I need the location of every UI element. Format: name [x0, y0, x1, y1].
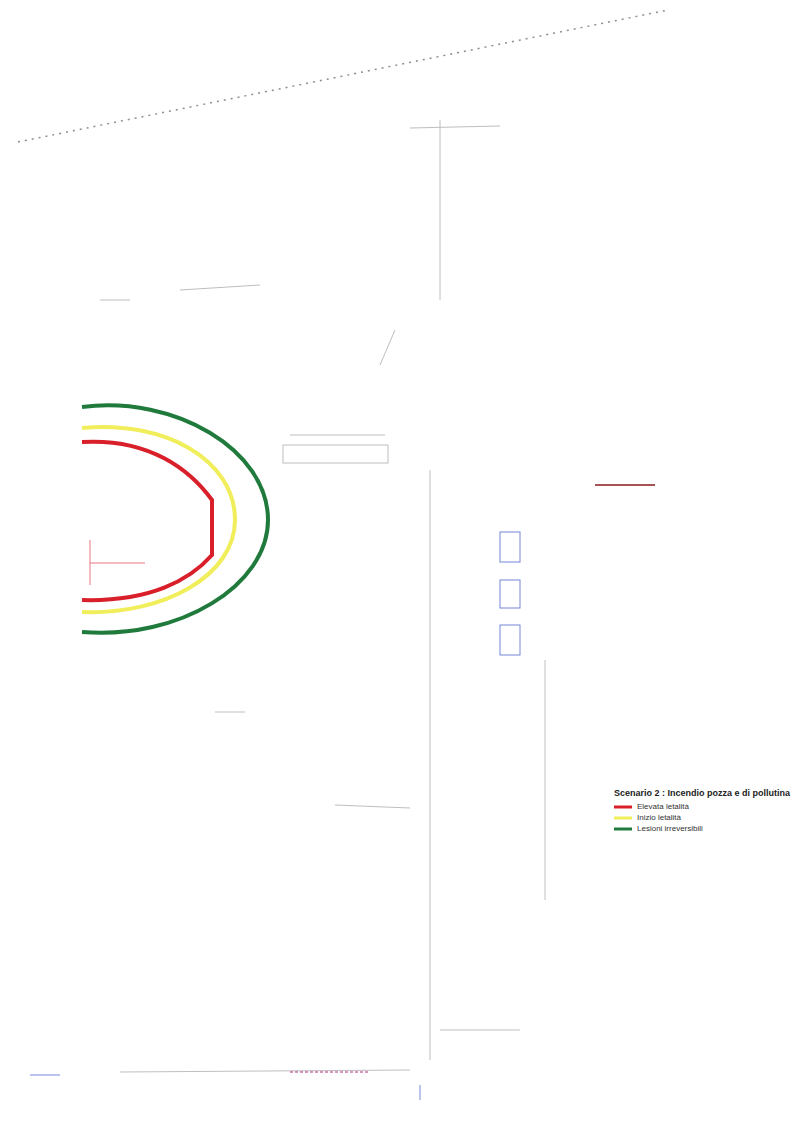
plan-lines	[18, 10, 668, 1072]
legend-swatch	[614, 815, 632, 821]
blue-marks	[30, 532, 520, 1100]
plan-line	[290, 1072, 370, 1073]
legend-swatch	[614, 826, 632, 832]
legend-swatch	[614, 804, 632, 810]
hazard-zones	[82, 405, 268, 632]
zone-outline	[82, 427, 235, 612]
zone-outline	[82, 405, 268, 632]
legend-row: Lesioni irreversibili	[614, 824, 792, 833]
legend-row: Inizio letalità	[614, 813, 792, 822]
legend: Scenario 2 : Incendio pozza e di polluti…	[612, 788, 792, 835]
legend-title: Scenario 2 : Incendio pozza e di polluti…	[612, 788, 792, 798]
legend-text: Elevata letalità	[637, 802, 689, 811]
zone-outline	[82, 442, 212, 600]
legend-row: Elevata letalità	[614, 802, 792, 811]
plan-lines	[90, 540, 145, 585]
legend-text: Lesioni irreversibili	[637, 824, 703, 833]
plan-line	[595, 484, 655, 486]
legend-text: Inizio letalità	[637, 813, 681, 822]
